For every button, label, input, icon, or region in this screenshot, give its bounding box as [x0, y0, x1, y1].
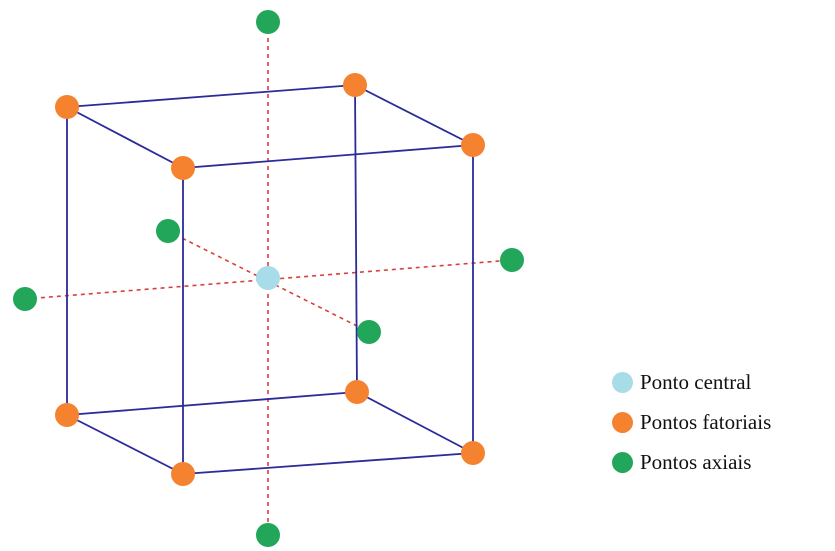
cube-edge-line — [182, 452, 474, 475]
factorial-point-top-back-right — [343, 73, 367, 97]
legend-label-central: Ponto central — [640, 370, 752, 394]
cube-edge-line — [66, 414, 184, 475]
axial-point-swatch-icon — [612, 452, 633, 473]
cube-edge-line — [66, 106, 184, 169]
legend-label-factorial: Pontos fatoriais — [640, 410, 772, 434]
axial-point-right — [500, 248, 524, 272]
legend-item-axial: Pontos axiais — [612, 450, 832, 475]
design-points — [13, 10, 524, 547]
cube-edge-line — [66, 84, 356, 108]
axial-point-bottom — [256, 523, 280, 547]
axial-point-back — [156, 219, 180, 243]
cube-edges — [66, 84, 474, 475]
axial-point-top — [256, 10, 280, 34]
central-point — [256, 266, 280, 290]
cube-edge-line — [182, 144, 474, 169]
factorial-point-top-back-left — [55, 95, 79, 119]
factorial-point-swatch-icon — [612, 412, 633, 433]
legend: Ponto central Pontos fatoriais Pontos ax… — [612, 370, 832, 490]
factorial-point-bottom-front-left — [171, 462, 195, 486]
factorial-point-top-front-right — [461, 133, 485, 157]
cube-edge-line — [66, 391, 358, 416]
horizontal-axis-line — [24, 259, 513, 300]
factorial-point-top-front-left — [171, 156, 195, 180]
legend-label-axial: Pontos axiais — [640, 450, 752, 474]
factorial-point-bottom-back-right — [345, 380, 369, 404]
cube-edge-line — [354, 84, 358, 393]
axial-point-left — [13, 287, 37, 311]
cube-edge-line — [354, 84, 474, 146]
central-point-swatch-icon — [612, 372, 633, 393]
legend-item-central: Ponto central — [612, 370, 832, 395]
legend-item-factorial: Pontos fatoriais — [612, 410, 832, 435]
axial-point-front — [357, 320, 381, 344]
cube-edge-line — [356, 391, 474, 454]
factorial-point-bottom-back-left — [55, 403, 79, 427]
factorial-point-bottom-front-right — [461, 441, 485, 465]
